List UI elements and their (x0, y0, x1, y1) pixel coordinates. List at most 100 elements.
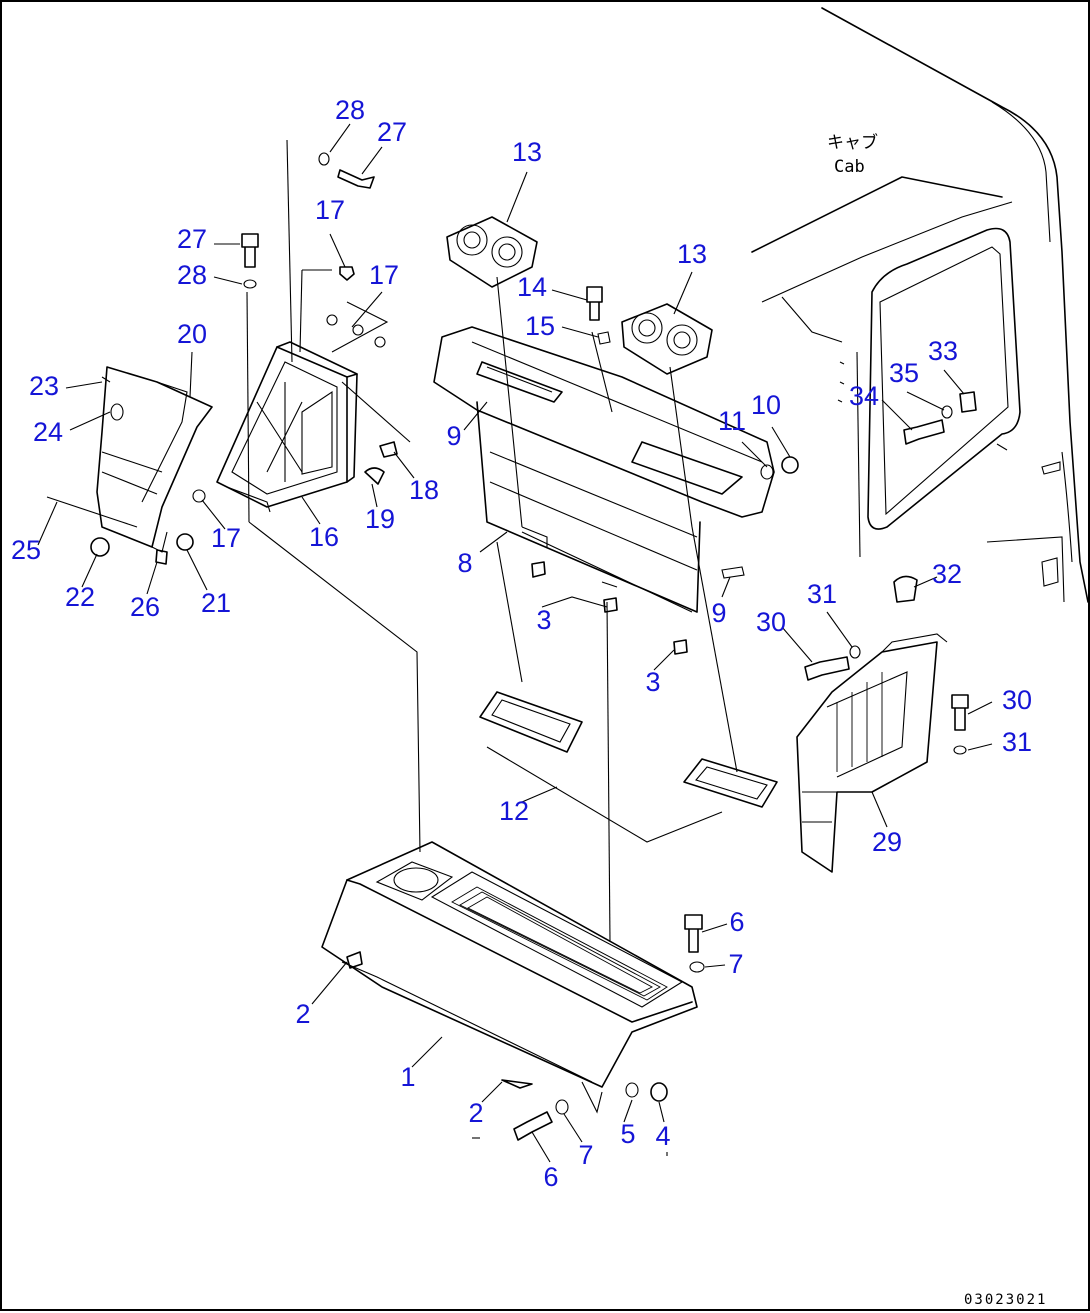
cap-32 (893, 575, 918, 603)
callout-32: 32 (932, 559, 962, 589)
rear-panel-part-8 (433, 326, 775, 613)
washer-31-a (849, 645, 861, 659)
callout-35: 35 (889, 358, 919, 388)
pin-17-c (192, 489, 206, 503)
callout-19: 19 (365, 504, 395, 534)
side-cover-part-20 (46, 366, 213, 553)
clip-2-b (501, 1079, 533, 1089)
side-cover-part-29 (796, 633, 948, 873)
callout-25: 25 (11, 535, 41, 565)
washer-7-a (689, 961, 705, 973)
callout-28: 28 (177, 260, 207, 290)
gasket-left-part-12 (479, 691, 583, 753)
callout-leaders (37, 123, 993, 1163)
callout-11: 11 (718, 406, 746, 436)
callout-2: 2 (295, 999, 310, 1029)
bolt-6-b (513, 1111, 553, 1141)
callout-10: 10 (751, 390, 781, 420)
callout-7: 7 (728, 949, 743, 979)
callout-13: 13 (512, 137, 542, 167)
cab-label-english: Cab (834, 157, 865, 177)
callout-17: 17 (315, 195, 345, 225)
callout-5: 5 (620, 1119, 635, 1149)
callout-23: 23 (29, 371, 59, 401)
cab-label-japanese: キャブ (827, 132, 878, 153)
callout-15: 15 (525, 311, 555, 341)
callout-6: 6 (543, 1162, 558, 1192)
callout-27: 27 (377, 117, 407, 147)
washer-7-b (555, 1099, 569, 1115)
grommet-24 (110, 403, 124, 421)
pin-17-a (339, 266, 355, 281)
callout-8: 8 (457, 548, 472, 578)
callout-17: 17 (211, 523, 241, 553)
callout-3: 3 (536, 605, 551, 635)
nut-22 (90, 537, 110, 557)
clip-18 (379, 441, 398, 458)
clip-15 (597, 331, 611, 345)
washer-21 (176, 533, 194, 551)
callout-2: 2 (468, 1098, 483, 1128)
bolt-30-a (804, 656, 850, 681)
callout-16: 16 (309, 522, 339, 552)
washer-28-left (243, 279, 257, 289)
washer-5 (625, 1082, 639, 1098)
cab-outline: キャブ Cab (751, 7, 1089, 603)
callout-34: 34 (849, 381, 879, 411)
callout-4: 4 (655, 1121, 670, 1151)
callout-1: 1 (400, 1062, 415, 1092)
gasket-right-part-12 (683, 758, 778, 808)
bolt-27-left (241, 233, 259, 268)
washer-11 (760, 464, 774, 480)
callout-13: 13 (677, 239, 707, 269)
fasteners (90, 152, 977, 1141)
washer-28-top (318, 152, 330, 166)
callout-30: 30 (1002, 685, 1032, 715)
callout-labels: 28 27 27 28 17 17 20 23 24 25 22 26 21 1… (11, 95, 1032, 1192)
alignment-lines (246, 139, 738, 943)
spring-washer-4 (650, 1082, 668, 1102)
callout-14: 14 (517, 272, 547, 302)
console-part-1 (321, 841, 698, 1114)
callout-33: 33 (928, 336, 958, 366)
clip-3-a (531, 561, 546, 578)
nut-10 (781, 456, 799, 474)
drawing-code: 03023021 (964, 1292, 1047, 1308)
callout-31: 31 (1002, 727, 1032, 757)
callout-28: 28 (335, 95, 365, 125)
callout-29: 29 (872, 827, 902, 857)
callout-18: 18 (409, 475, 439, 505)
bracket-part-16 (216, 341, 358, 513)
clip-9-right (721, 566, 745, 579)
clip-26 (155, 549, 168, 565)
callout-31: 31 (807, 579, 837, 609)
bolt-14 (586, 286, 603, 321)
callout-3: 3 (645, 667, 660, 697)
callout-9: 9 (446, 421, 461, 451)
bolt-6-a (684, 914, 703, 953)
callout-21: 21 (201, 588, 231, 618)
callout-22: 22 (65, 582, 95, 612)
washer-35 (941, 405, 953, 419)
bolt-30-b (951, 694, 969, 731)
plate-33 (959, 391, 977, 413)
callout-27: 27 (177, 224, 207, 254)
clip-23 (101, 376, 111, 383)
callout-26: 26 (130, 592, 160, 622)
callout-17: 17 (369, 260, 399, 290)
callout-6: 6 (729, 907, 744, 937)
cab-label-note: キャブ Cab (827, 132, 878, 177)
clip-3-c (673, 639, 688, 655)
washer-31-b (953, 745, 967, 755)
clip-2-a (346, 951, 363, 969)
speaker-pair-left-part-13 (446, 216, 538, 288)
callout-30: 30 (756, 607, 786, 637)
callout-20: 20 (177, 319, 207, 349)
callout-7: 7 (578, 1140, 593, 1170)
clip-3-b (603, 597, 618, 613)
speaker-pair-right-part-13 (621, 303, 713, 375)
bolt-27-top (337, 169, 375, 189)
callout-9: 9 (711, 598, 726, 628)
